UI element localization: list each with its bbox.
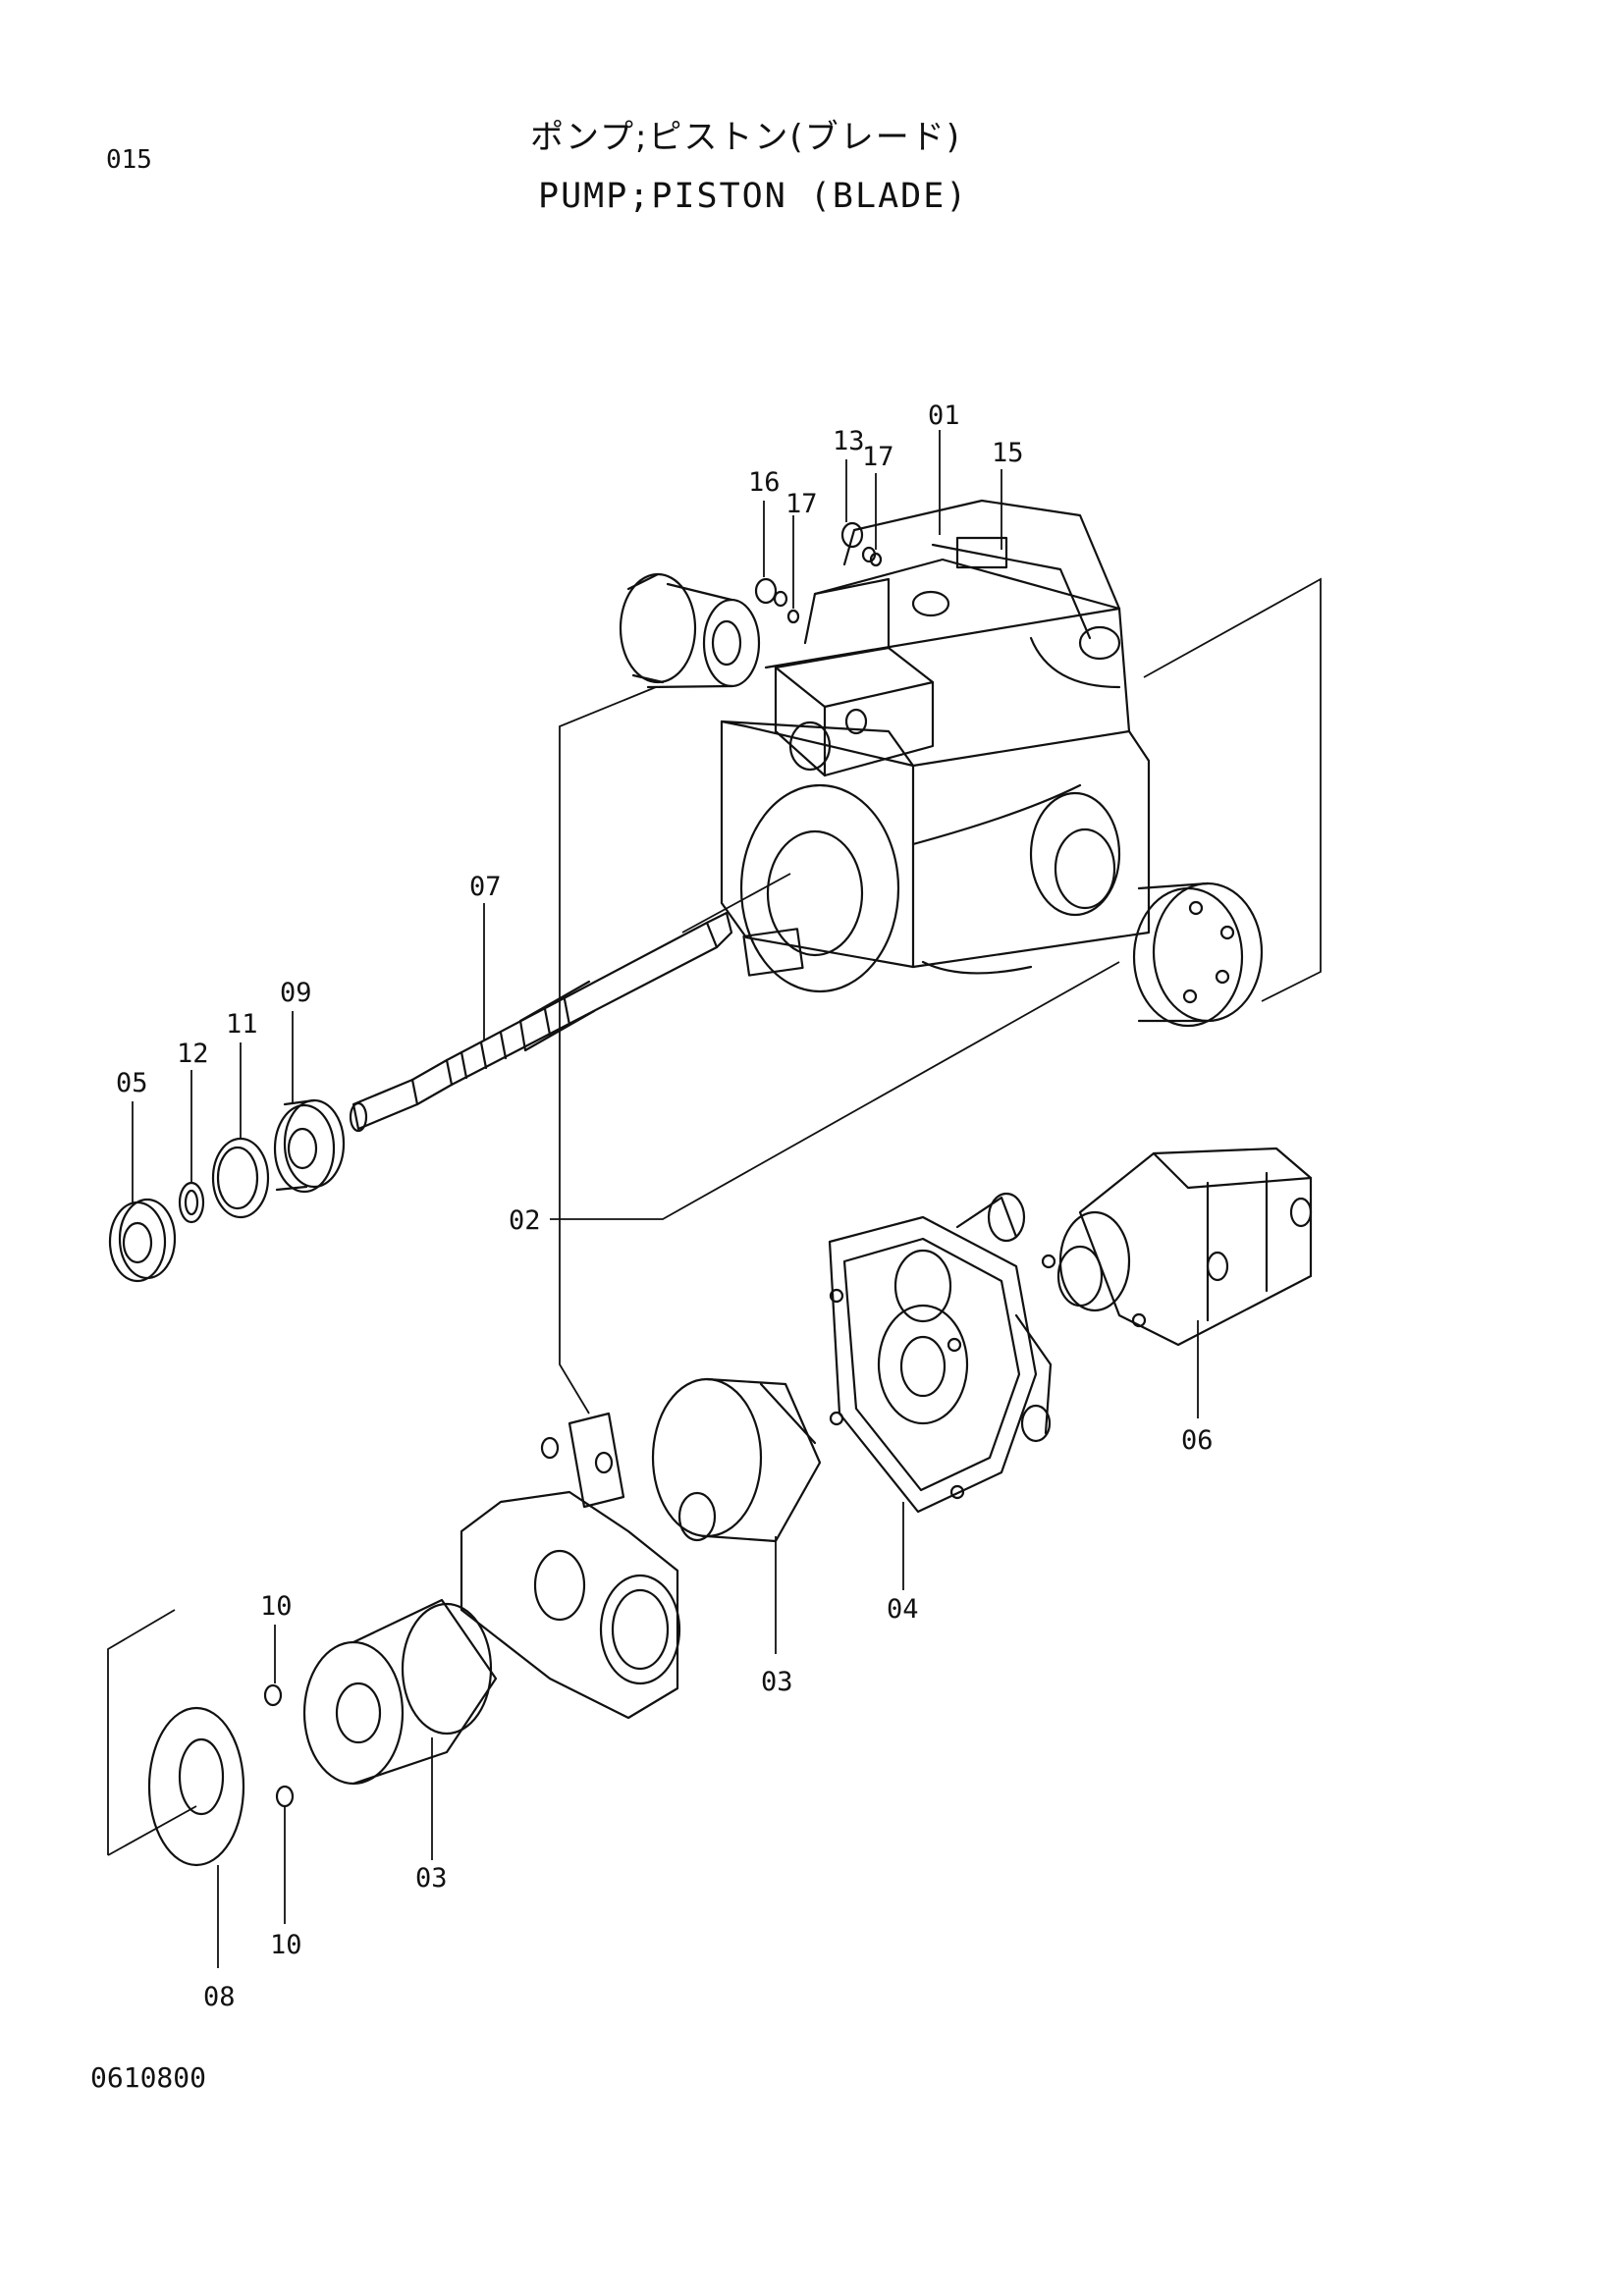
callout-11: 11: [226, 1009, 258, 1040]
callout-05: 05: [116, 1068, 148, 1098]
callout-10-lower: 10: [270, 1930, 302, 1960]
pump-housing: [720, 499, 1151, 993]
control-block: [774, 577, 935, 777]
valve-plate-part-08: [147, 1683, 295, 1867]
bearing-part-09: [273, 1098, 346, 1194]
end-cover: [1132, 881, 1264, 1028]
callout-13: 13: [833, 426, 865, 456]
swash-plate-casing: [460, 1412, 681, 1720]
oil-seal-part-05: [108, 1198, 177, 1283]
callout-02: 02: [509, 1205, 541, 1236]
callout-09: 09: [280, 978, 312, 1008]
callout-10-upper: 10: [260, 1591, 293, 1622]
callout-12: 12: [177, 1039, 209, 1069]
title-japanese: ポンプ;ピストン(ブレード): [530, 118, 961, 157]
callout-06: 06: [1181, 1425, 1214, 1456]
callout-17-left: 17: [785, 489, 818, 519]
drive-shaft-part-07: [349, 911, 733, 1133]
valve-block-part-04: [828, 1192, 1053, 1514]
callout-08: 08: [203, 1982, 236, 2012]
plugs-and-orings: [754, 521, 883, 624]
page-code: 015: [106, 145, 152, 175]
callout-03-upper: 03: [761, 1667, 793, 1697]
callout-15: 15: [992, 438, 1024, 468]
callout-03-lower: 03: [415, 1863, 448, 1894]
callout-07: 07: [469, 872, 502, 902]
callout-01: 01: [928, 400, 960, 431]
cylinder-block-part-03-upper: [651, 1377, 822, 1543]
snap-ring-part-11: [211, 1137, 270, 1219]
gear-pump-part-06: [1041, 1147, 1313, 1347]
callout-16: 16: [748, 467, 781, 498]
callout-17-right: 17: [862, 442, 894, 472]
cylinder-block-part-03-lower: [302, 1598, 498, 1786]
callout-04: 04: [887, 1594, 919, 1625]
ring-part-12: [178, 1181, 205, 1224]
drawing-number: 0610800: [90, 2061, 207, 2094]
regulator-part-02: [619, 572, 761, 689]
title-english: PUMP;PISTON (BLADE): [538, 177, 969, 216]
